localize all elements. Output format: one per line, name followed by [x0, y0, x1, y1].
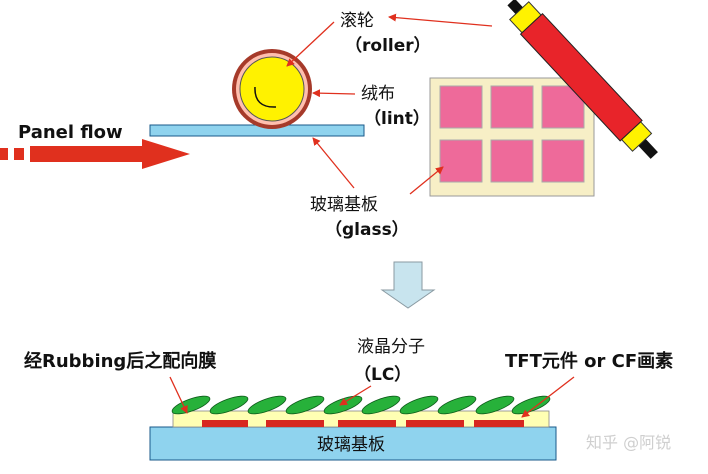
glass-panel-with-pixels [429, 77, 595, 197]
glass-label-cn: 玻璃基板 [310, 195, 378, 215]
bottom-glass-substrate [149, 426, 557, 461]
bottom-glass-label: 玻璃基板 [317, 435, 385, 455]
tft-elements [202, 420, 524, 427]
leader-to-rubbing-roller [388, 13, 493, 27]
leader-glass-strip [312, 137, 355, 189]
lint-label-en: （lint） [364, 108, 430, 129]
rubbing-film-label: 经Rubbing后之配向膜 [24, 350, 216, 372]
leader-roller-to-circle [286, 21, 335, 67]
roller-label-cn: 滚轮 [340, 11, 374, 31]
glass-substrate-strip [149, 124, 365, 137]
leader-lint [312, 89, 356, 98]
panel-flow-label: Panel flow [18, 122, 123, 143]
lc-label-en: （LC） [354, 364, 411, 385]
leader-lc [339, 385, 372, 406]
lint-label-cn: 绒布 [361, 84, 395, 104]
glass-label-en: （glass） [325, 219, 409, 240]
watermark: 知乎 @阿锐 [586, 433, 671, 452]
lc-molecules [171, 395, 551, 415]
leader-glass-panel [409, 166, 444, 195]
panel-flow-arrow [0, 139, 190, 169]
down-arrow [380, 261, 436, 309]
leader-tft [521, 376, 575, 418]
roller-label-en: （roller） [345, 35, 431, 56]
lc-label-cn: 液晶分子 [357, 337, 425, 357]
roller-circle [232, 49, 312, 129]
rubbing-roller [507, 0, 658, 159]
leader-rubbing-film [169, 376, 188, 414]
tft-label: TFT元件 or CF画素 [505, 350, 673, 372]
